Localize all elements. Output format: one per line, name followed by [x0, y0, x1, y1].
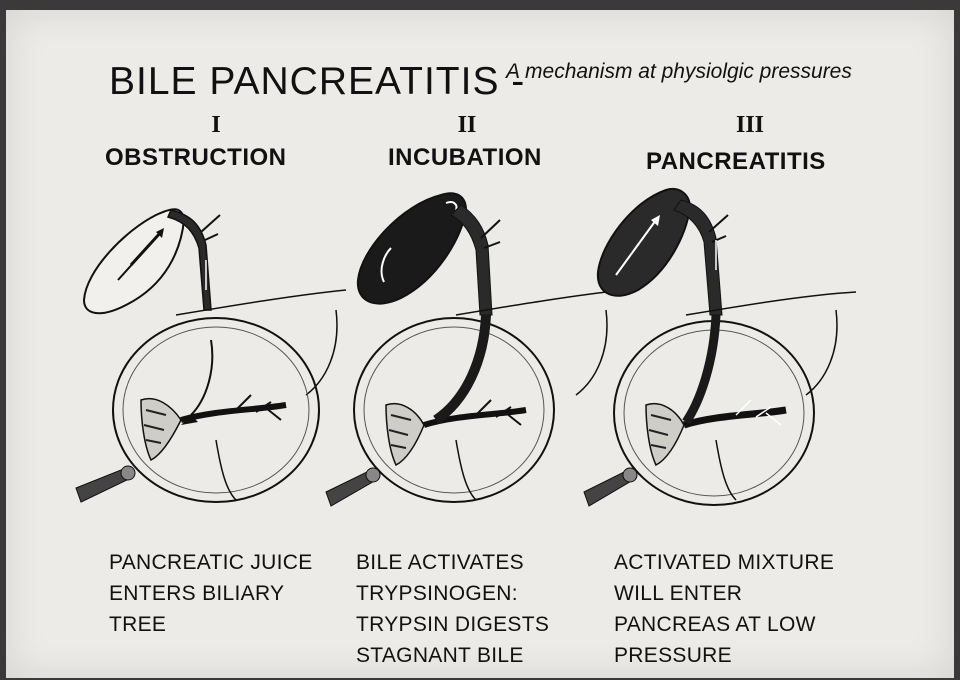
stage-3-caption: ACTIVATED MIXTURE WILL ENTER PANCREAS AT…	[614, 547, 834, 671]
stage-2-illustration	[326, 193, 624, 506]
stage-1-caption: PANCREATIC JUICE ENTERS BILIARY TREE	[109, 547, 313, 640]
stage-1-duodenum	[176, 290, 346, 315]
stage-3-gallbladder	[598, 189, 690, 296]
diagram-card: BILE PANCREATITIS - A mechanism at physi…	[6, 10, 954, 678]
stage-2-gallbladder	[358, 193, 466, 303]
stage-2-caption: BILE ACTIVATES TRYPSINOGEN: TRYPSIN DIGE…	[356, 547, 549, 671]
stage-3-illustration	[584, 189, 856, 506]
stage-1-illustration	[76, 209, 346, 502]
